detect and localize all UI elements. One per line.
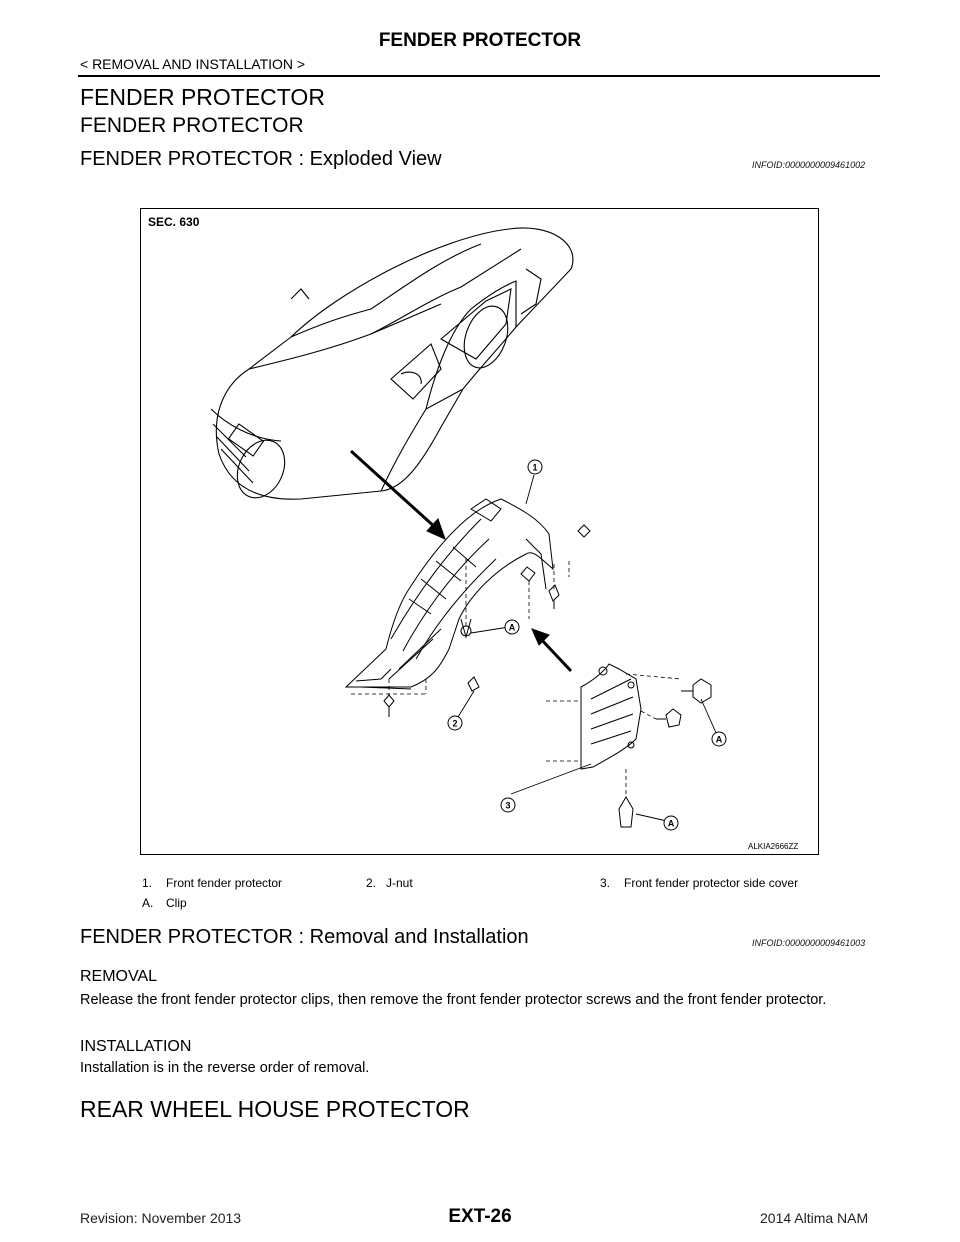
page-title: FENDER PROTECTOR — [378, 30, 582, 51]
installation-text: Installation is in the reverse order of … — [80, 1060, 370, 1076]
exploded-view-illustration: SEC. 630 — [148, 215, 798, 851]
removal-text: Release the front fender protector clips… — [80, 992, 827, 1008]
leader-lines — [457, 474, 718, 822]
clip-parts — [383, 524, 712, 828]
footer-page-code: EXT-26 — [448, 1206, 512, 1227]
breadcrumb: < REMOVAL AND INSTALLATION > — [80, 56, 306, 72]
removal-installation-title: FENDER PROTECTOR : Removal and Installat… — [80, 926, 529, 948]
callout-a-2: A — [716, 735, 723, 745]
side-cover-part — [580, 663, 642, 770]
callout-3: 3 — [505, 801, 510, 811]
legend-text-3: Front fender protector side cover — [624, 876, 799, 890]
legend-num-3: 3. — [600, 876, 611, 890]
legend-num-a: A. — [142, 896, 154, 910]
legend-text-2: J-nut — [386, 876, 413, 890]
front-fender-protector-part — [344, 498, 554, 690]
sec-label: SEC. 630 — [148, 215, 200, 229]
installation-heading: INSTALLATION — [80, 1038, 192, 1055]
subsection-heading: FENDER PROTECTOR — [80, 114, 304, 137]
header-rule — [78, 75, 880, 77]
exploded-view-figure: SEC. 630 — [140, 208, 819, 855]
legend-num-2: 2. — [366, 876, 377, 890]
exploded-view-infoid: INFOID:0000000009461002 — [752, 160, 866, 170]
removal-installation-infoid: INFOID:0000000009461003 — [752, 938, 866, 948]
car-illustration — [210, 227, 574, 500]
footer-model: 2014 Altima NAM — [760, 1210, 869, 1226]
callouts: 1 2 3 A A A A — [447, 459, 727, 831]
section-heading: FENDER PROTECTOR — [80, 84, 325, 110]
pointer-arrows — [349, 449, 573, 673]
legend-text-1: Front fender protector — [166, 876, 283, 890]
callout-2: 2 — [452, 719, 457, 729]
exploded-view-title: FENDER PROTECTOR : Exploded View — [80, 148, 442, 170]
legend-num-1: 1. — [142, 876, 153, 890]
callout-a-3: A — [668, 819, 675, 829]
removal-heading: REMOVAL — [80, 968, 158, 985]
footer-revision: Revision: November 2013 — [80, 1210, 242, 1226]
callout-1: 1 — [532, 463, 537, 473]
callout-a-1: A — [509, 623, 516, 633]
next-section-heading: REAR WHEEL HOUSE PROTECTOR — [80, 1096, 470, 1122]
legend-text-a: Clip — [166, 896, 187, 910]
figure-code: ALKIA2666ZZ — [748, 842, 798, 851]
dashed-guides — [351, 559, 682, 797]
